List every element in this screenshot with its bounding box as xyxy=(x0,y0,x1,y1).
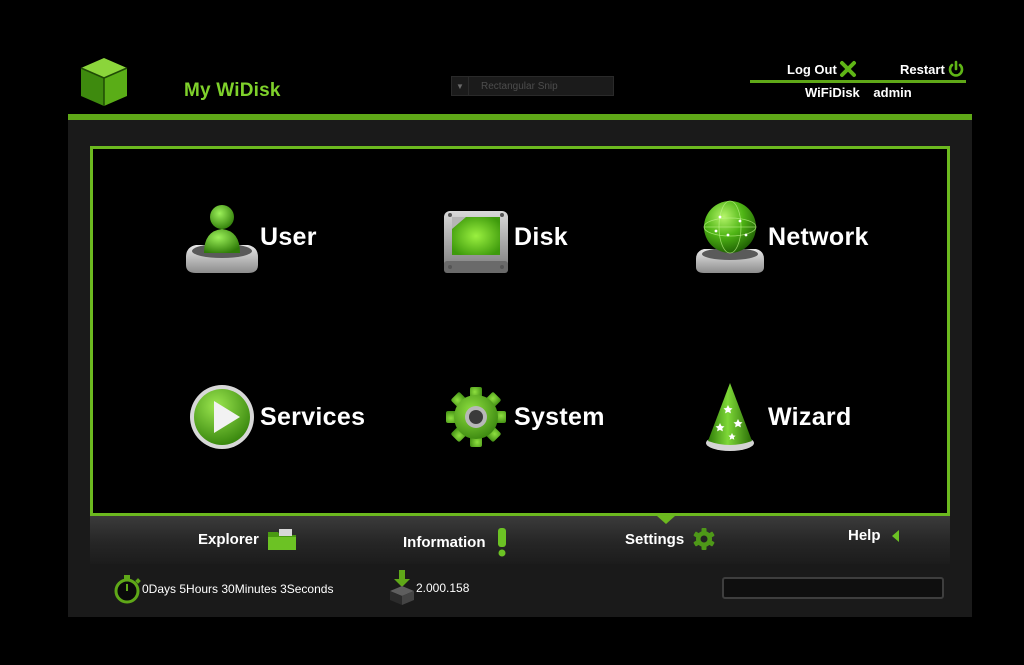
gear-icon xyxy=(693,528,715,550)
top-actions: Log Out Restart xyxy=(750,58,966,83)
nav-explorer[interactable]: Explorer xyxy=(198,527,297,551)
triangle-left-icon xyxy=(891,529,899,542)
settings-panel: User Disk xyxy=(90,146,950,516)
exclamation-icon xyxy=(497,528,506,557)
user-icon xyxy=(186,205,258,273)
bottom-nav: Explorer Information Settings xyxy=(90,516,950,564)
folder-icon xyxy=(267,529,296,550)
status-message-box xyxy=(722,577,944,599)
snip-label: Rectangular Snip xyxy=(481,80,558,92)
device-name: WiFiDisk xyxy=(805,85,860,100)
network-globe-icon xyxy=(696,200,764,273)
uptime-text: 0Days 5Hours 30Minutes 3Seconds xyxy=(142,582,334,596)
tile-label: System xyxy=(514,402,605,431)
firmware-version: 2.000.158 xyxy=(388,570,469,606)
tile-system[interactable]: System xyxy=(436,377,605,457)
tile-label: Wizard xyxy=(768,402,852,431)
user-name: admin xyxy=(873,85,912,100)
tile-label: Network xyxy=(768,222,869,251)
nav-label: Explorer xyxy=(198,530,259,548)
nav-information[interactable]: Information xyxy=(403,527,510,557)
tile-network[interactable]: Network xyxy=(690,197,869,277)
tile-services[interactable]: Services xyxy=(182,377,365,457)
restart-label: Restart xyxy=(900,61,945,77)
close-x-icon xyxy=(839,61,856,77)
nav-label: Help xyxy=(848,527,881,544)
nav-help[interactable]: Help xyxy=(848,527,901,544)
stopwatch-icon xyxy=(114,575,141,604)
tile-label: Services xyxy=(260,402,366,431)
app-title: My WiDisk xyxy=(184,80,281,101)
wizard-hat-icon xyxy=(706,383,754,451)
snip-toolbar[interactable]: ▼ Rectangular Snip xyxy=(451,76,614,96)
tile-label: Disk xyxy=(514,222,569,251)
nav-label: Information xyxy=(403,533,486,551)
nav-settings[interactable]: Settings xyxy=(625,527,716,551)
logo-cube-icon xyxy=(79,56,129,108)
active-tab-indicator xyxy=(657,516,675,524)
logout-button[interactable]: Log Out xyxy=(787,60,857,78)
tile-disk[interactable]: Disk xyxy=(436,197,568,277)
play-icon xyxy=(190,385,254,449)
tile-wizard[interactable]: Wizard xyxy=(690,377,852,457)
snip-dropdown-icon[interactable]: ▼ xyxy=(452,77,469,95)
uptime-display: 0Days 5Hours 30Minutes 3Seconds xyxy=(114,574,333,604)
tile-user[interactable]: User xyxy=(182,197,317,277)
restart-button[interactable]: Restart xyxy=(900,60,965,78)
power-icon xyxy=(948,60,964,77)
session-info: WiFiDisk admin xyxy=(805,85,922,100)
disk-icon xyxy=(444,211,508,273)
download-box-icon xyxy=(390,570,414,605)
version-text: 2.000.158 xyxy=(416,581,470,595)
nav-label: Settings xyxy=(625,530,685,548)
logout-label: Log Out xyxy=(787,61,837,77)
tile-label: User xyxy=(260,222,317,251)
gear-icon xyxy=(446,387,506,447)
